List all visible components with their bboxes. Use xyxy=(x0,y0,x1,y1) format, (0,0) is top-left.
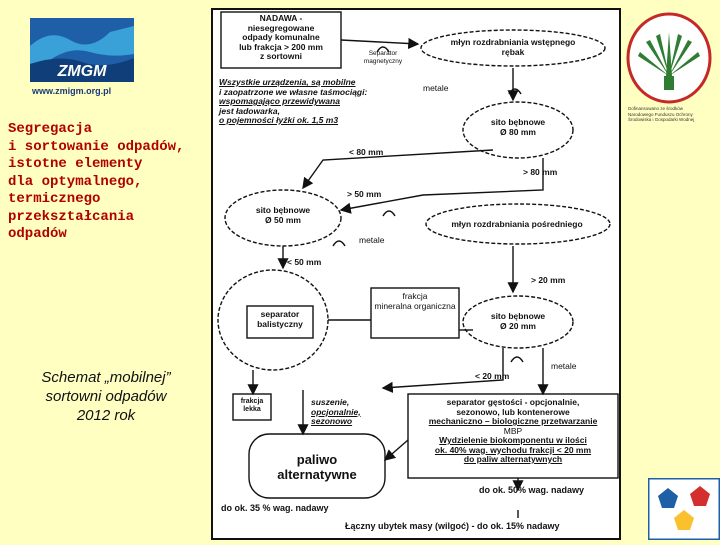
corner-shapes-decoration xyxy=(646,476,720,542)
svg-text:ZMGM: ZMGM xyxy=(57,63,108,80)
magnetic-separator-top: Separator magnetyczny xyxy=(363,50,403,65)
metals-label-3: metale xyxy=(551,361,577,371)
label-lt-80: < 80 mm xyxy=(349,147,384,157)
nfosigw-text: Dofinansowano ze środków Narodowego Fund… xyxy=(628,106,695,123)
page-title: Segregacja i sortowanie odpadów, istotne… xyxy=(8,121,185,242)
label-gt-80: > 80 mm xyxy=(523,167,558,177)
zmgm-logo: ZMGM xyxy=(30,18,134,98)
process-diagram: NADAWA - niesegregowane odpady komunalne… xyxy=(211,8,621,540)
label-gt-20: > 20 mm xyxy=(531,275,566,285)
primary-mill: młyn rozdrabniania wstępnego rębak xyxy=(450,37,576,57)
fraction-box: frakcja mineralna organiczna xyxy=(374,291,456,311)
metals-label-2: metale xyxy=(359,235,385,245)
drying-note: suszenie, opcjonalnie, sezonowo xyxy=(311,397,361,426)
mass-loss: Łączny ubytek masy (wilgoć) - do ok. 15%… xyxy=(345,521,560,531)
sieve-80: sito bębnowe Ø 80 mm xyxy=(490,117,546,137)
diagram-caption: Schemat „mobilnej” sortowni odpadów 2012… xyxy=(41,369,171,424)
sieve-20: sito bębnowe Ø 20 mm xyxy=(490,311,546,331)
yield-35: do ok. 35 % wag. nadawy xyxy=(221,503,329,513)
label-gt-50: > 50 mm xyxy=(347,189,382,199)
secondary-mill: młyn rozdrabniania pośredniego xyxy=(451,219,583,229)
metals-label-1: metale xyxy=(423,83,449,93)
diagram-lines xyxy=(217,11,619,518)
nfosigw-logo xyxy=(626,12,712,104)
light-fraction: frakcja lekka xyxy=(240,398,264,413)
alternative-fuel: paliwo alternatywne xyxy=(277,452,357,482)
equipment-note: Wszystkie urządzenia, są mobilne i zaopa… xyxy=(219,77,368,125)
sieve-50: sito bębnowe Ø 50 mm xyxy=(255,205,311,225)
density-separator-box: separator gęstości - opcjonalnie, sezono… xyxy=(428,397,598,464)
label-lt-50: < 50 mm xyxy=(287,257,322,267)
ballistic-separator: separator balistyczny xyxy=(257,309,303,329)
logo-url: www.zmigm.org.pl xyxy=(32,86,112,96)
yield-50: do ok. 50% wag. nadawy xyxy=(479,485,585,495)
label-lt-20: < 20 mm xyxy=(475,371,510,381)
input-box: NADAWA - niesegregowane odpady komunalne… xyxy=(239,13,323,61)
